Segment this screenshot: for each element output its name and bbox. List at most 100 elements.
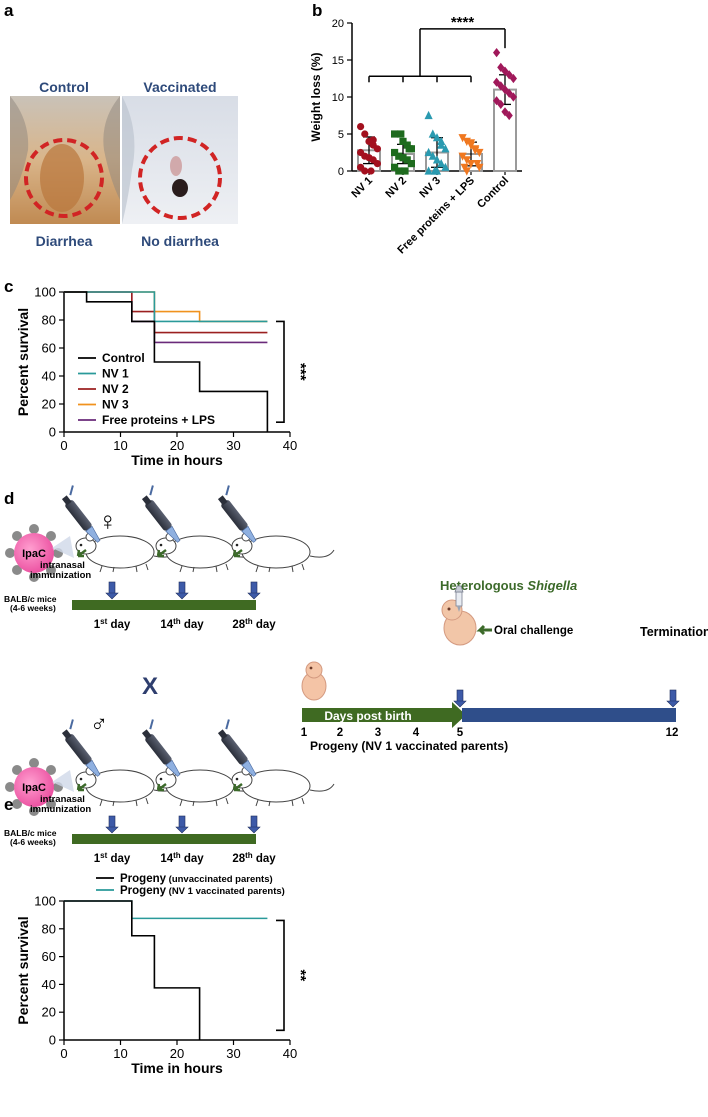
data-point [437,140,446,149]
y-tick-label: 10 [332,92,344,104]
day-word: day [181,619,205,631]
survival-curve [64,900,201,1040]
data-point [395,152,403,160]
legend-name-sub: (unvaccinated parents) [166,874,273,885]
data-point [391,130,399,138]
data-point [367,167,375,175]
day-num: 14 [160,619,173,631]
x-axis-label: Time in hours [131,452,223,468]
legend-name-sub: (NV 1 vaccinated parents) [166,886,285,897]
significance-label: ** [292,970,309,982]
mouse-icon [155,532,259,573]
down-arrow-icon [105,815,119,834]
down-arrow-icon [247,581,261,600]
day-suffix: st [100,851,107,860]
data-point [428,129,437,138]
arrow-icon [476,624,492,636]
down-arrow-icon [175,815,189,834]
timeline-tick-label: 12 [666,727,679,739]
x-tick-label: 0 [60,438,67,453]
timeline-tick-label: 4 [413,727,420,739]
pipette-icon [217,485,257,543]
down-arrow-icon [175,581,189,600]
x-tick-label: NV 1 [349,175,375,201]
schedule-bar [72,600,256,610]
legend-name: Progeny [120,885,167,897]
legend-name: Control [102,351,145,365]
legend-label: Progeny (NV 1 vaccinated parents) [120,885,285,897]
photo-vaccinated [122,96,238,224]
arrow-icon [76,783,87,792]
highlight-circle [24,138,104,218]
data-point [505,110,513,121]
legend-name: Progeny [120,873,167,885]
data-point [462,167,471,176]
arrow-icon [156,549,167,558]
day-suffix: st [100,617,107,626]
schedule-day-label: 28th day [232,617,276,631]
data-point [401,167,409,175]
y-tick-label: 40 [42,977,56,992]
arrow-icon [232,549,243,558]
legend-label: Progeny (unvaccinated parents) [120,873,273,885]
survival-curve [64,291,268,323]
survival-curve [64,291,268,344]
data-point [458,134,467,143]
progeny-timeline: Heterologous Shigella Oral challenge Ter… [301,578,708,753]
panel-letter-b: b [312,1,322,20]
x-tick-label: 30 [226,1046,240,1061]
mouse-icon [75,766,179,807]
day-suffix: th [245,851,253,860]
significance-label: **** [451,14,475,31]
survival-curve [64,900,268,920]
timeline-blue-bar [462,708,676,722]
data-point [361,130,369,138]
challenge-title: Heterologous Shigella [440,578,577,593]
ipac-label: IpaC [22,782,46,794]
pipette-icon [61,485,101,543]
day-suffix: th [245,617,253,626]
arrow-icon [156,783,167,792]
data-point [428,151,437,160]
mice-label-line1: BALB/c mice [4,828,57,838]
timeline-tick-label: 3 [375,727,381,739]
male-symbol: ♂ [90,711,108,738]
y-tick-label: 80 [42,313,56,328]
data-point [432,155,442,164]
data-point [466,160,476,169]
data-point [497,62,505,72]
day-word: day [253,619,277,631]
day-word: day [107,619,131,631]
down-arrow-icon [453,689,467,708]
panel-letter-d: d [4,489,14,508]
spray-cone [52,536,74,558]
x-tick-label: 40 [283,438,297,453]
data-point [424,110,433,120]
data-point [497,99,505,109]
pipette-icon [141,719,181,777]
data-point [509,73,517,84]
route-label-line1: intranasal [40,794,85,805]
x-tick-label: Control [475,175,511,211]
pipette-icon [61,719,101,777]
data-point [424,166,433,175]
legend-label: NV 1 [102,367,129,381]
x-tick-label: 10 [113,438,127,453]
legend-label: NV 2 [102,382,129,396]
data-point [357,123,365,131]
y-tick-label: 5 [338,129,344,141]
y-tick-label: 20 [42,397,56,412]
mice-label-line2: (4-6 weeks) [10,837,56,847]
data-point [395,167,403,175]
x-axis-label: Time in hours [131,1060,223,1076]
data-point [391,148,399,157]
day-num: 14 [160,853,173,865]
legend-label: Free proteins + LPS [102,413,215,427]
